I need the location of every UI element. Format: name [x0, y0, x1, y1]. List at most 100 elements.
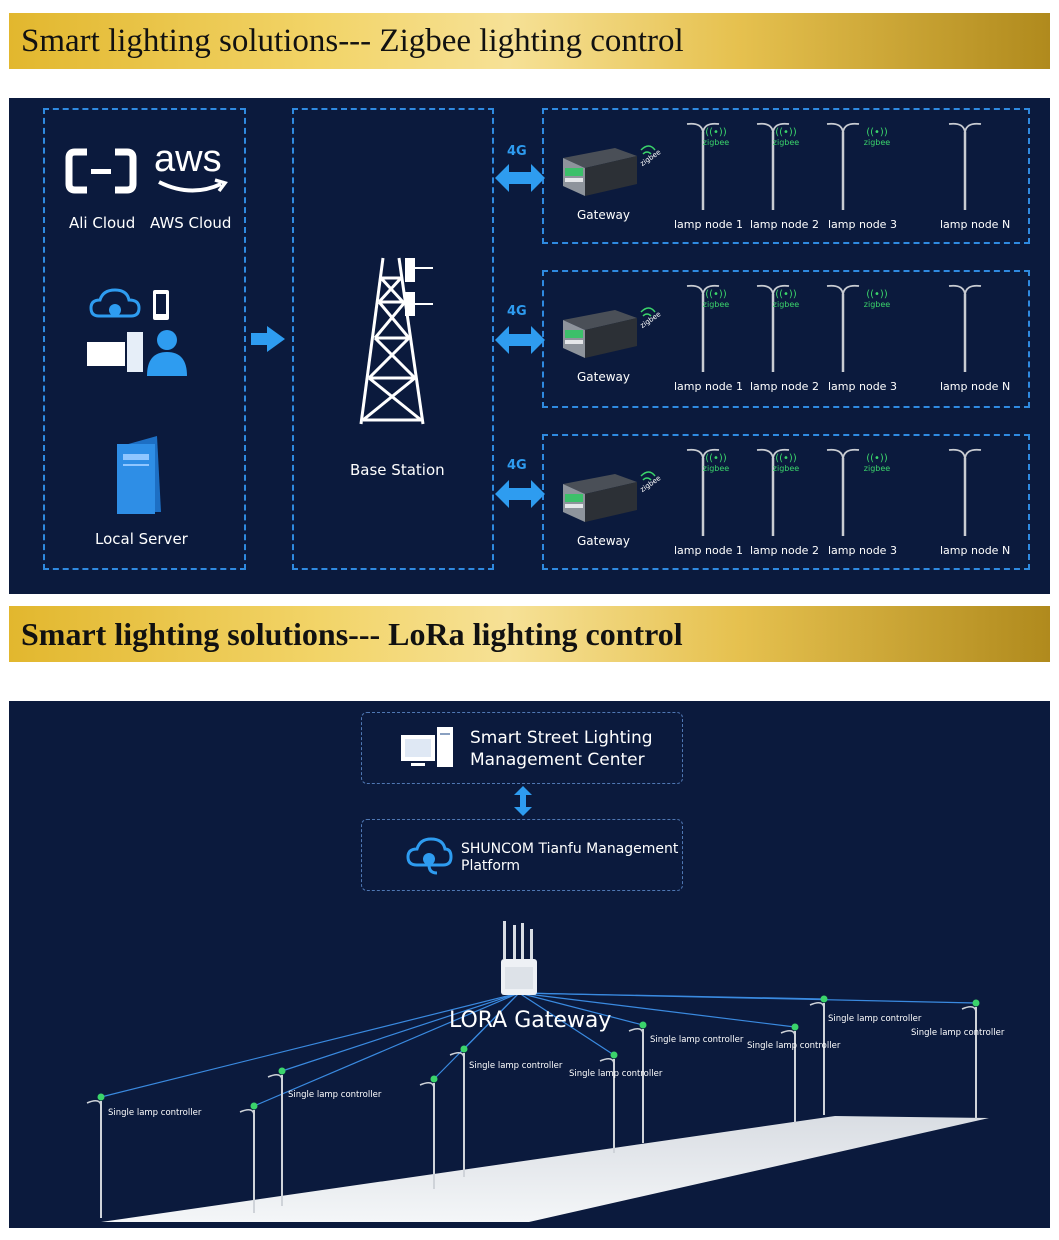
- zigbee-signal-icon: ((•))zigbee: [766, 128, 806, 148]
- vertical-arrow-icon: [514, 786, 532, 816]
- platform-box: [361, 819, 683, 891]
- street-lamp-pole: [599, 1051, 618, 1153]
- single-lamp-controller-label: Single lamp controller: [569, 1069, 663, 1079]
- street-lamp-pole: [780, 1023, 799, 1123]
- lora-link-line: [518, 992, 615, 1056]
- zigbee-signal-icon: ((•))zigbee: [857, 454, 897, 474]
- bidirectional-arrow-icon: [495, 326, 545, 354]
- aws-cloud-label: AWS Cloud: [150, 214, 232, 232]
- aws-smile-icon: [158, 178, 228, 193]
- gateway-device-icon: [563, 307, 656, 358]
- lamp-node-label: lamp node 1: [674, 380, 743, 393]
- lamp-node-label: lamp node 2: [750, 380, 819, 393]
- single-lamp-controller-label: Single lamp controller: [650, 1035, 744, 1045]
- zigbee-tag: zigbee: [863, 464, 891, 473]
- lamp-node-label: lamp node 3: [828, 544, 897, 557]
- lora-link-line: [253, 992, 520, 1107]
- base-station-tower-icon: [359, 257, 433, 425]
- lora-gateway-device-icon: [501, 921, 537, 995]
- street-lamp-pole: [809, 995, 828, 1115]
- zigbee-tag: zigbee: [772, 138, 800, 147]
- banner-lora: Smart lighting solutions--- LoRa lightin…: [9, 606, 1050, 662]
- single-lamp-controller-label: Single lamp controller: [828, 1014, 922, 1024]
- zigbee-signal-icon: ((•))zigbee: [696, 128, 736, 148]
- zigbee-tag: zigbee: [702, 464, 730, 473]
- lora-link-line: [518, 992, 644, 1026]
- zigbee-tag: zigbee: [863, 138, 891, 147]
- lora-link-line: [518, 992, 977, 1004]
- management-center-box: [361, 712, 683, 784]
- banner-zigbee: Smart lighting solutions--- Zigbee light…: [9, 13, 1050, 69]
- lamp-node-label: lamp node 1: [674, 544, 743, 557]
- street-lamp-pole: [267, 1067, 286, 1206]
- lamp-node-label: lamp node N: [940, 544, 1011, 557]
- banner-zigbee-title: Smart lighting solutions--- Zigbee light…: [21, 22, 684, 59]
- single-lamp-controller-label: Single lamp controller: [108, 1108, 202, 1118]
- gateway-label: Gateway: [577, 208, 631, 222]
- street-lamp-pole: [419, 1075, 438, 1189]
- bidirectional-arrow-icon: [495, 164, 545, 192]
- zigbee-signal-icon: ((•))zigbee: [857, 290, 897, 310]
- lamp-node-label: lamp node 2: [750, 218, 819, 231]
- street-lamps-icon: [686, 448, 982, 536]
- platform-line1: SHUNCOM Tianfu Management: [461, 841, 679, 857]
- platform-line2: Platform: [461, 858, 521, 874]
- link-4g-label-1: 4G: [507, 144, 527, 159]
- users-devices-icon: [87, 288, 187, 376]
- lora-scene: [86, 992, 989, 1222]
- lora-link-line: [463, 992, 520, 1050]
- zigbee-tag: zigbee: [702, 138, 730, 147]
- zigbee-signal-icon: ((•))zigbee: [696, 290, 736, 310]
- gateway-row-3: [542, 434, 1030, 570]
- zigbee-tag: zigbee: [772, 300, 800, 309]
- local-server-label: Local Server: [95, 530, 188, 548]
- gateway-device-icon: [563, 471, 656, 522]
- link-4g-label-3: 4G: [507, 458, 527, 473]
- right-arrow-icon: [251, 326, 285, 352]
- management-center-line2: Management Center: [470, 750, 645, 770]
- street-lamp-pole: [961, 999, 980, 1119]
- cloud-platform-icon: [406, 837, 453, 875]
- base-station-label: Base Station: [350, 461, 445, 479]
- zigbee-signal-icon: ((•))zigbee: [766, 290, 806, 310]
- lamp-node-label: lamp node N: [940, 380, 1011, 393]
- street-lamp-pole: [449, 1045, 468, 1177]
- ali-cloud-label: Ali Cloud: [69, 214, 136, 232]
- single-lamp-controller-label: Single lamp controller: [747, 1041, 841, 1051]
- zigbee-signal-icon: ((•))zigbee: [766, 454, 806, 474]
- lora-link-line: [100, 992, 520, 1098]
- single-lamp-controller-label: Single lamp controller: [911, 1028, 1005, 1038]
- lamp-node-label: lamp node N: [940, 218, 1011, 231]
- aws-logo-icon: aws: [154, 138, 222, 180]
- zigbee-diagram: aws Ali Cloud AWS Cloud Local Server: [9, 98, 1050, 594]
- lora-diagram: Smart Street Lighting Management Center …: [9, 701, 1050, 1228]
- lora-link-line: [518, 992, 796, 1028]
- ali-cloud-logo-icon: [65, 148, 137, 194]
- zigbee-signal-icon: ((•))zigbee: [857, 128, 897, 148]
- zigbee-tag: zigbee: [772, 464, 800, 473]
- computer-icon: [401, 727, 453, 767]
- single-lamp-controller-label: Single lamp controller: [288, 1090, 382, 1100]
- lamp-node-label: lamp node 3: [828, 380, 897, 393]
- gateway-device-icon: [563, 145, 656, 196]
- management-center-line1: Smart Street Lighting: [470, 728, 653, 748]
- bidirectional-arrow-icon: [495, 480, 545, 508]
- zigbee-tag: zigbee: [863, 300, 891, 309]
- lora-gateway-label: LORA Gateway: [449, 1008, 612, 1033]
- gateway-label: Gateway: [577, 370, 631, 384]
- lamp-node-label: lamp node 3: [828, 218, 897, 231]
- road-plane: [101, 1116, 989, 1222]
- link-4g-label-2: 4G: [507, 304, 527, 319]
- base-station-group: [292, 108, 494, 570]
- street-lamp-pole: [239, 1102, 258, 1213]
- street-lamp-pole: [628, 1021, 647, 1143]
- local-server-icon: [117, 436, 161, 514]
- lamp-node-label: lamp node 2: [750, 544, 819, 557]
- gateway-label: Gateway: [577, 534, 631, 548]
- lora-link-line: [281, 992, 520, 1072]
- single-lamp-controller-label: Single lamp controller: [469, 1061, 563, 1071]
- zigbee-signal-icon: ((•))zigbee: [696, 454, 736, 474]
- cloud-group: [43, 108, 246, 570]
- street-lamps-icon: [686, 122, 982, 210]
- zigbee-tag: zigbee: [702, 300, 730, 309]
